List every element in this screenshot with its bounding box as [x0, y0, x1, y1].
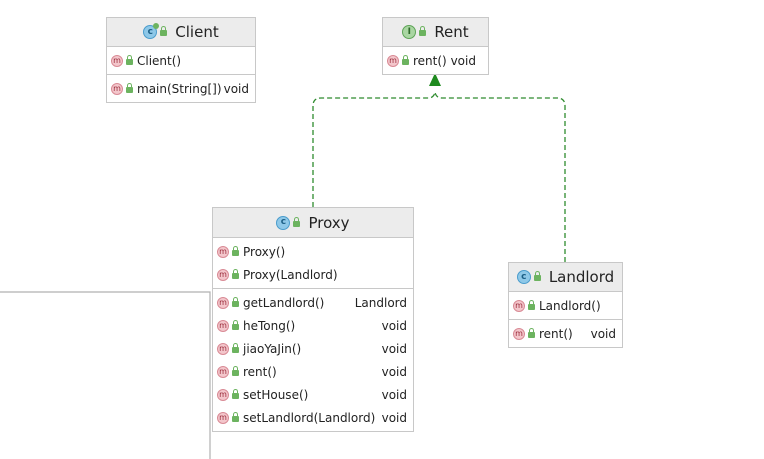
external-connector-line: [0, 291, 211, 459]
member-type: void: [381, 318, 407, 333]
interface-rent-methods: m rent() void: [383, 47, 488, 74]
public-lock-icon: [232, 296, 239, 307]
member-row[interactable]: m Landlord(): [509, 294, 622, 317]
member-type: void: [223, 81, 249, 96]
class-client-methods: m main(String[]) void: [107, 75, 255, 102]
member-type: void: [590, 326, 616, 341]
public-lock-icon: [160, 26, 168, 36]
interface-icon: I: [402, 25, 417, 39]
member-name: main(String[]): [137, 81, 222, 96]
member-type: void: [381, 341, 407, 356]
proxy-rent-realization-line: [312, 91, 436, 207]
class-icon: c: [276, 215, 291, 230]
member-name: setHouse(): [243, 387, 309, 402]
member-name: Proxy(Landlord): [243, 267, 338, 282]
method-icon: m: [513, 299, 525, 312]
member-row[interactable]: m getLandlord() Landlord: [213, 291, 413, 314]
public-lock-icon: [293, 216, 301, 227]
member-type: Landlord: [354, 295, 407, 310]
method-icon: m: [217, 268, 229, 281]
member-name: getLandlord(): [243, 295, 325, 310]
class-proxy-constructors: m Proxy() m Proxy(Landlord): [213, 238, 413, 289]
public-lock-icon: [232, 411, 239, 422]
interface-rent[interactable]: I Rent m rent() void: [382, 17, 489, 75]
class-landlord-name: Landlord: [548, 268, 615, 286]
member-row[interactable]: m heTong() void: [213, 314, 413, 337]
class-landlord-methods: m rent() void: [509, 320, 622, 347]
member-name: rent() void: [413, 53, 476, 68]
member-name: Client(): [137, 53, 182, 68]
method-icon: m: [111, 82, 123, 95]
member-type: void: [381, 364, 407, 379]
class-client-name: Client: [175, 23, 219, 41]
member-row[interactable]: m setHouse() void: [213, 383, 413, 406]
method-icon: m: [217, 319, 229, 332]
realization-arrowhead: [429, 73, 441, 86]
class-client-constructors: m Client(): [107, 47, 255, 75]
public-lock-icon: [528, 327, 535, 338]
class-client-header: c Client: [107, 18, 255, 47]
member-name: setLandlord(Landlord): [243, 410, 376, 425]
method-icon: m: [217, 388, 229, 401]
member-type: void: [381, 387, 407, 402]
class-landlord-header: c Landlord: [509, 263, 622, 292]
class-landlord[interactable]: c Landlord m Landlord() m rent() void: [508, 262, 623, 348]
method-icon: m: [387, 54, 399, 67]
public-lock-icon: [402, 54, 409, 65]
public-lock-icon: [419, 26, 427, 36]
class-landlord-constructors: m Landlord(): [509, 292, 622, 320]
class-proxy-name: Proxy: [308, 213, 350, 232]
public-lock-icon: [232, 365, 239, 376]
method-icon: m: [217, 342, 229, 355]
method-icon: m: [217, 365, 229, 378]
member-row[interactable]: m jiaoYaJin() void: [213, 337, 413, 360]
public-lock-icon: [232, 245, 239, 256]
member-row[interactable]: m rent() void: [383, 49, 488, 72]
runnable-badge-icon: [153, 23, 160, 29]
public-lock-icon: [232, 342, 239, 353]
member-row[interactable]: m rent() void: [213, 360, 413, 383]
public-lock-icon: [232, 319, 239, 330]
member-row[interactable]: m Proxy(Landlord): [213, 263, 413, 286]
member-row[interactable]: m Client(): [107, 49, 255, 72]
member-row[interactable]: m rent() void: [509, 322, 622, 345]
public-lock-icon: [126, 54, 133, 65]
class-icon: c: [143, 23, 160, 39]
member-row[interactable]: m main(String[]) void: [107, 77, 255, 100]
interface-rent-header: I Rent: [383, 18, 488, 47]
public-lock-icon: [232, 388, 239, 399]
member-name: Proxy(): [243, 244, 286, 259]
member-row[interactable]: m Proxy(): [213, 240, 413, 263]
landlord-rent-realization-line: [434, 91, 566, 262]
public-lock-icon: [528, 299, 535, 310]
member-name: Landlord(): [539, 298, 601, 313]
public-lock-icon: [126, 82, 133, 93]
class-proxy-header: c Proxy: [213, 208, 413, 238]
public-lock-icon: [533, 271, 541, 281]
class-icon: c: [516, 270, 531, 284]
method-icon: m: [111, 54, 123, 67]
member-name: heTong(): [243, 318, 296, 333]
public-lock-icon: [232, 268, 239, 279]
member-name: jiaoYaJin(): [243, 341, 302, 356]
member-name: rent(): [539, 326, 573, 341]
method-icon: m: [513, 327, 525, 340]
class-proxy[interactable]: c Proxy m Proxy() m Proxy(Landlord) m ge…: [212, 207, 414, 432]
method-icon: m: [217, 411, 229, 424]
class-proxy-methods: m getLandlord() Landlord m heTong() void…: [213, 289, 413, 431]
class-client[interactable]: c Client m Client() m main(String[]) voi…: [106, 17, 256, 103]
member-name: rent(): [243, 364, 277, 379]
member-row[interactable]: m setLandlord(Landlord) void: [213, 406, 413, 429]
interface-rent-name: Rent: [434, 23, 469, 41]
member-type: void: [381, 410, 407, 425]
method-icon: m: [217, 245, 229, 258]
method-icon: m: [217, 296, 229, 309]
